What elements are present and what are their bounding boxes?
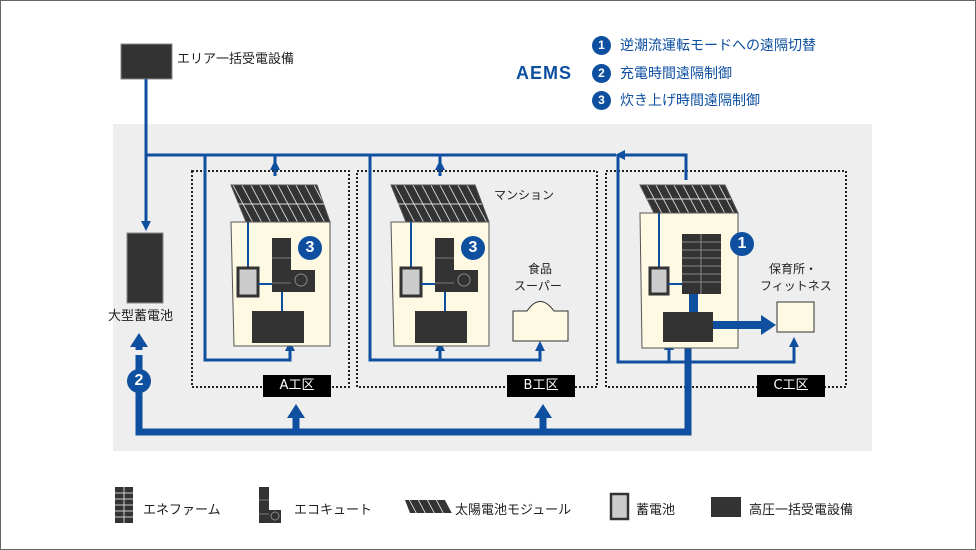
nursery-label-1: 保育所・ [769,262,818,276]
zone-a-box [191,170,350,388]
zone-b-box [356,170,598,388]
legend-hv-receiver: 高圧一括受電設備 [749,503,854,518]
site-area [113,124,872,451]
control-badge-c: 1 [730,232,754,256]
big-battery-icon [126,232,164,304]
zone-b-label: B工区 [507,375,575,397]
building-c [639,184,776,349]
supermarket-label-1: 食品 [528,262,553,276]
number-badge-2: 2 [592,63,611,83]
storage-battery-icon [609,492,630,521]
legend-solar-module: 太陽電池モジュール [455,503,572,518]
aems-item-3: 3 炊き上げ時間遠隔制御 [592,90,760,110]
area-receiver-label: エリア一括受電設備 [177,52,295,67]
zone-a-label: A工区 [263,375,331,397]
legend-storage-battery: 蓄電池 [636,503,676,518]
aems-item-1: 1 逆潮流運転モードへの遠隔切替 [592,35,816,55]
hv-receiver-icon [711,497,741,517]
control-badge-b: 3 [461,236,485,260]
network-lines [141,79,799,364]
aems-item-label: 逆潮流運転モードへの遠隔切替 [620,38,816,54]
big-battery-label: 大型蓄電池 [108,309,174,324]
nursery-label-2: フィットネス [760,279,832,293]
zone-c-label: C工区 [757,375,825,397]
supermarket-label-2: スーパー [514,279,562,293]
building-a [230,184,331,347]
supermarket-icon [512,301,569,342]
ene-farm-icon [115,487,133,523]
legend-icons [115,487,741,523]
number-badge-1: 1 [592,35,611,55]
eco-cute-icon [259,487,281,523]
solar-module-icon [405,500,452,513]
aems-item-label: 炊き上げ時間遠隔制御 [620,93,760,109]
aems-item-label: 充電時間遠隔制御 [620,66,732,82]
control-badge-battery: 2 [127,369,151,393]
legend-eco-cute: エコキュート [294,503,373,518]
control-badge-a: 3 [298,236,322,260]
aems-title: AEMS [516,63,573,83]
legend-ene-farm: エネファーム [143,503,221,518]
building-b [390,184,490,347]
nursery-icon [776,301,815,333]
aems-item-2: 2 充電時間遠隔制御 [592,63,732,83]
area-receiver-icon [120,43,173,80]
mansion-label: マンション [494,188,555,202]
number-badge-3: 3 [592,90,611,110]
zone-c-box [605,170,847,388]
